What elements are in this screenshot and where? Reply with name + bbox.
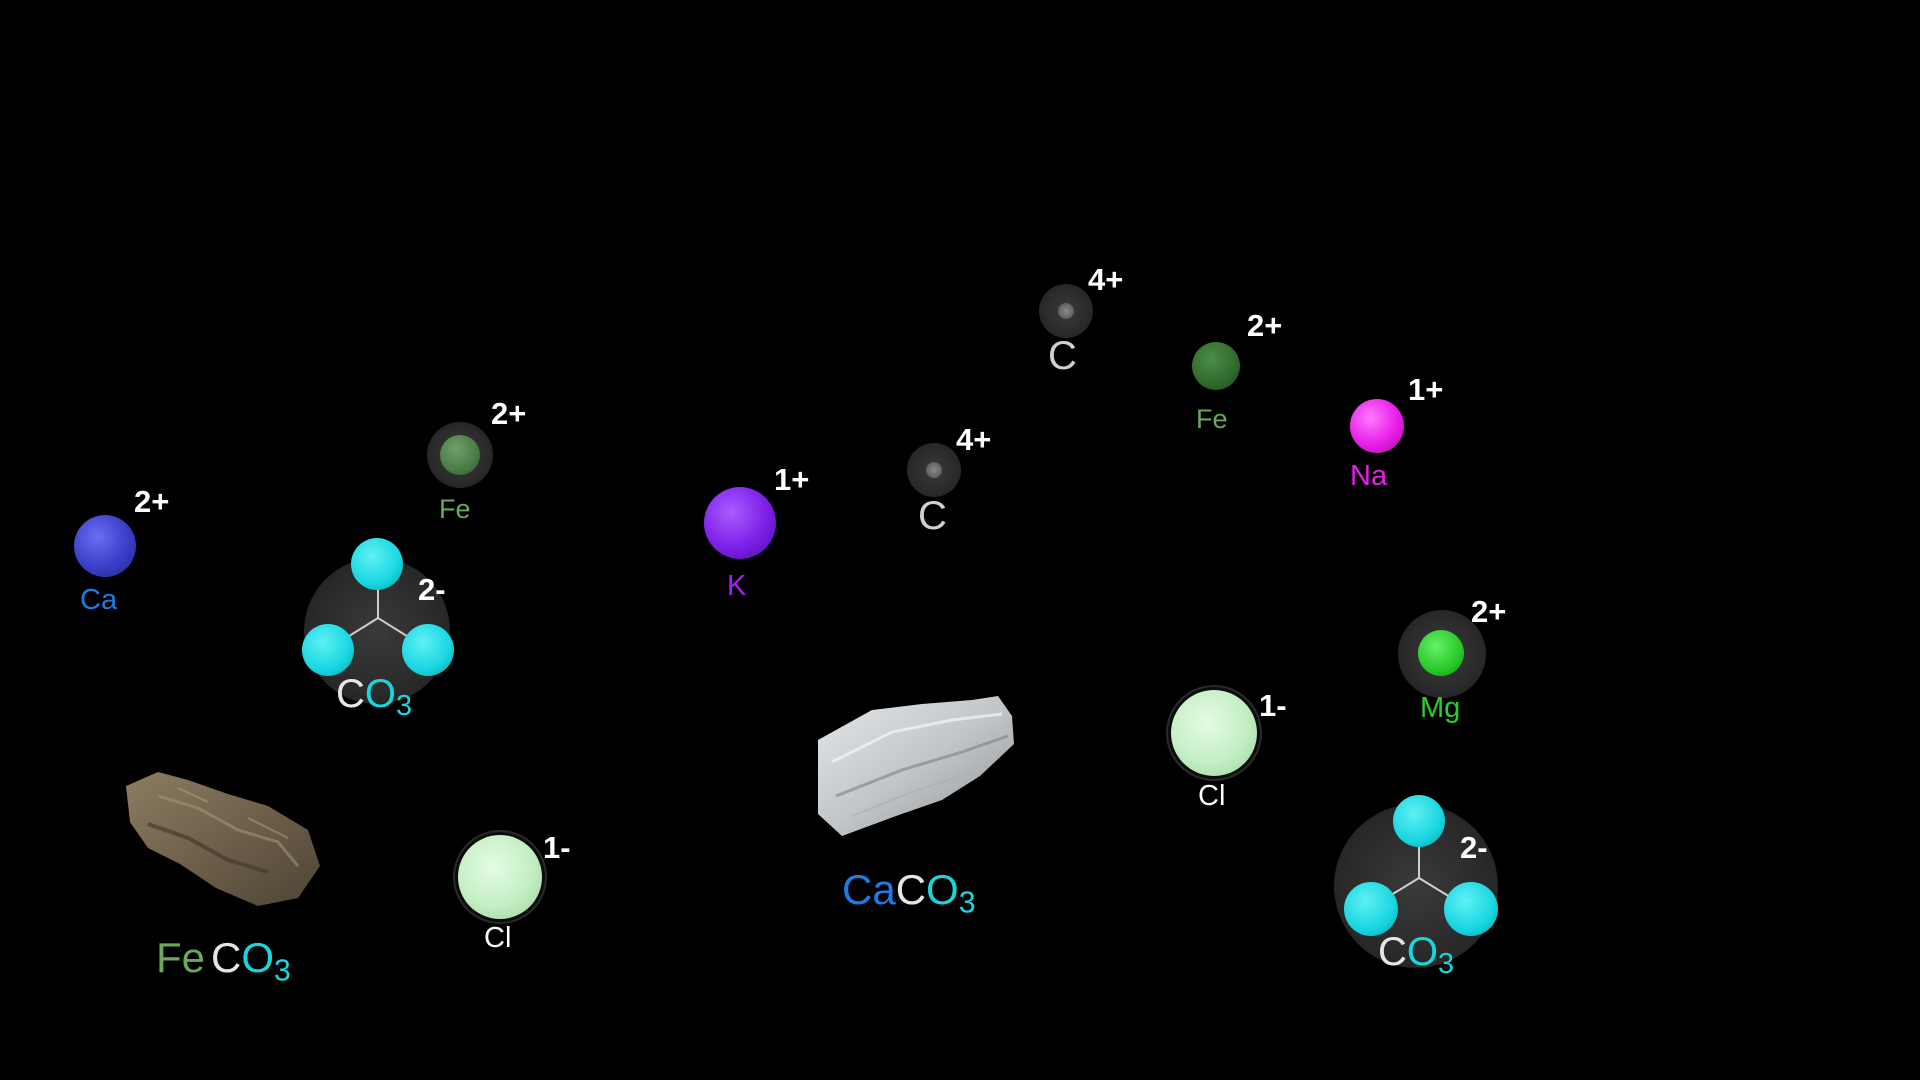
carbonate-right-label: CO3	[1378, 930, 1454, 978]
carbon-symbol: C	[336, 672, 365, 716]
oxygen-symbol: O	[1406, 930, 1439, 974]
calcium-ion[interactable]	[74, 515, 136, 577]
carbon-symbol: C	[1378, 930, 1407, 974]
oxygen-atom	[1393, 795, 1445, 847]
carbon-mid-charge: 4+	[956, 422, 992, 457]
oxygen-atom	[302, 624, 354, 676]
calcite-formula-c: C	[895, 866, 927, 913]
carbon-ion-top[interactable]	[1058, 303, 1074, 319]
chloride-right-label: Cl	[1198, 780, 1226, 812]
calcite-formula: CaCO3	[842, 866, 976, 918]
iron-right-charge: 2+	[1247, 308, 1283, 343]
siderite-formula-fe: Fe	[156, 934, 206, 981]
potassium-label: K	[727, 570, 747, 602]
oxygen-atom	[351, 538, 403, 590]
siderite-formula-c: C	[211, 934, 242, 981]
carbonate-left-label: CO3	[336, 672, 412, 720]
siderite-formula-subscript: 3	[274, 954, 291, 988]
iron-ion-right[interactable]	[1192, 342, 1240, 390]
carbonate-right-charge: 2-	[1460, 830, 1488, 865]
potassium-charge: 1+	[774, 462, 810, 497]
siderite-rock-image[interactable]	[118, 768, 328, 918]
calcite-formula-subscript: 3	[958, 886, 976, 920]
calcium-charge: 2+	[134, 484, 170, 519]
chloride-left-label: Cl	[484, 922, 512, 954]
magnesium-ion[interactable]	[1418, 630, 1464, 676]
oxygen-atom	[1444, 882, 1498, 936]
calcium-label: Ca	[80, 584, 118, 616]
sodium-charge: 1+	[1408, 372, 1444, 407]
sodium-label: Na	[1350, 460, 1388, 492]
oxygen-symbol: O	[364, 672, 397, 716]
iron-ion-left[interactable]	[440, 435, 480, 475]
oxygen-subscript: 3	[396, 690, 413, 723]
calcite-rock-image[interactable]	[812, 692, 1018, 842]
carbon-ion-mid[interactable]	[926, 462, 942, 478]
magnesium-charge: 2+	[1471, 594, 1507, 629]
carbonate-left-charge: 2-	[418, 572, 446, 607]
chloride-ion-right[interactable]	[1171, 690, 1257, 776]
iron-right-label: Fe	[1196, 404, 1228, 434]
potassium-ion[interactable]	[704, 487, 776, 559]
sodium-ion[interactable]	[1350, 399, 1404, 453]
chloride-right-charge: 1-	[1259, 688, 1287, 723]
calcite-formula-o: O	[926, 866, 959, 913]
iron-left-label: Fe	[439, 494, 471, 524]
iron-left-charge: 2+	[491, 396, 527, 431]
carbon-top-label: C	[1048, 334, 1077, 378]
oxygen-atom	[402, 624, 454, 676]
oxygen-subscript: 3	[1438, 948, 1455, 981]
chloride-left-charge: 1-	[543, 830, 571, 865]
carbon-mid-label: C	[918, 494, 947, 538]
calcite-formula-ca: Ca	[842, 866, 896, 913]
carbon-top-charge: 4+	[1088, 262, 1124, 297]
oxygen-atom	[1344, 882, 1398, 936]
chloride-ion-left[interactable]	[458, 835, 542, 919]
siderite-formula-o: O	[241, 934, 275, 981]
magnesium-label: Mg	[1420, 692, 1461, 724]
